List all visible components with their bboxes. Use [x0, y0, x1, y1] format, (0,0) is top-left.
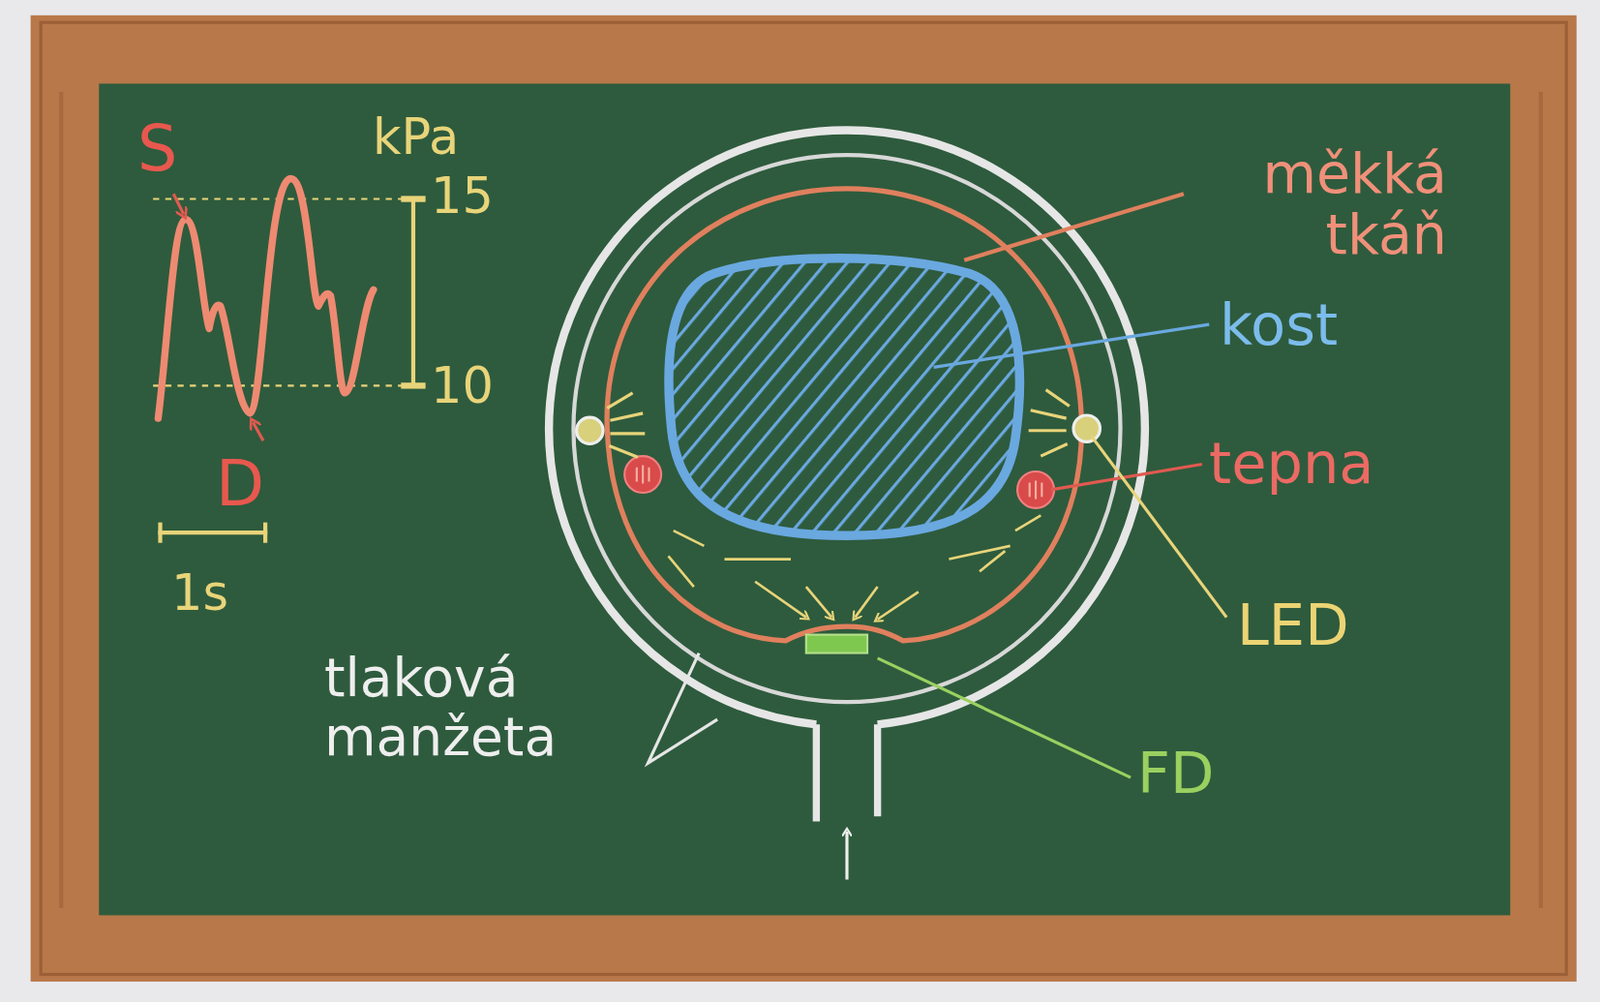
air-arrow — [845, 831, 848, 880]
pulse-waveform — [157, 178, 373, 419]
pressure-cuff — [548, 129, 1146, 725]
part-label: FD — [1137, 742, 1214, 806]
dashed-line — [152, 384, 419, 387]
part-label: LED — [1237, 594, 1350, 658]
chalkboard — [98, 83, 1510, 915]
bone — [668, 258, 1020, 537]
axis-value: 10 — [430, 359, 494, 414]
artery — [624, 455, 662, 493]
part-label: tlaková manžeta — [324, 648, 621, 766]
systole-mark: S — [137, 114, 178, 184]
light-rays — [668, 514, 1042, 620]
time-scale: 1s — [171, 566, 229, 621]
part-label: měkká tkáň — [1191, 143, 1448, 265]
part-label: tepna — [1208, 432, 1374, 496]
cuff-tube — [815, 724, 877, 821]
leader-line — [1091, 436, 1227, 618]
systole-arrow — [173, 193, 184, 214]
photodiode — [806, 634, 868, 654]
leader-line — [647, 653, 718, 764]
led-left — [576, 392, 646, 457]
soft-tissue — [606, 188, 1082, 641]
leader-line — [1051, 464, 1203, 490]
part-label: kost — [1219, 294, 1338, 358]
scale-bar — [411, 199, 416, 387]
board-frame — [30, 15, 1577, 982]
diastole-arrow — [252, 422, 264, 441]
unit-label: kPa — [372, 110, 459, 165]
leader-line — [964, 193, 1184, 261]
axis-value: 15 — [430, 169, 494, 224]
time-scale-bar — [157, 530, 268, 535]
diastole-mark: D — [215, 449, 265, 519]
artery — [1017, 471, 1055, 509]
leader-line — [877, 658, 1131, 778]
leader-line — [934, 324, 1210, 367]
led-right — [1028, 390, 1101, 457]
dashed-line — [152, 197, 419, 200]
